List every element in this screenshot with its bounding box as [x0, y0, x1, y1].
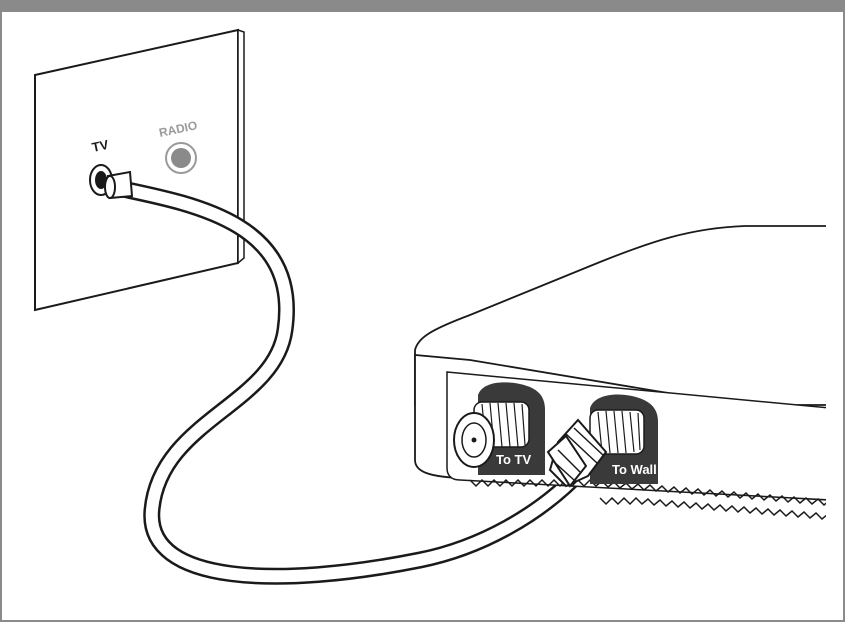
radio-socket-icon — [165, 142, 197, 174]
tv-socket-label: TV — [91, 137, 111, 155]
cable-f-connector-icon — [546, 418, 608, 488]
to-tv-label: To TV — [496, 452, 531, 467]
coax-cable — [109, 179, 591, 585]
to-tv-connector-icon — [453, 401, 530, 468]
to-wall-connector-icon — [589, 409, 645, 455]
to-tv-port: To TV — [453, 382, 545, 475]
to-wall-label: To Wall — [612, 462, 657, 477]
to-wall-port: To Wall — [589, 394, 658, 484]
top-bar — [2, 2, 843, 12]
set-top-box: To TV To Wall — [414, 225, 826, 521]
wall-plate: TV RADIO — [34, 28, 245, 312]
wall-plug-icon — [104, 170, 134, 200]
